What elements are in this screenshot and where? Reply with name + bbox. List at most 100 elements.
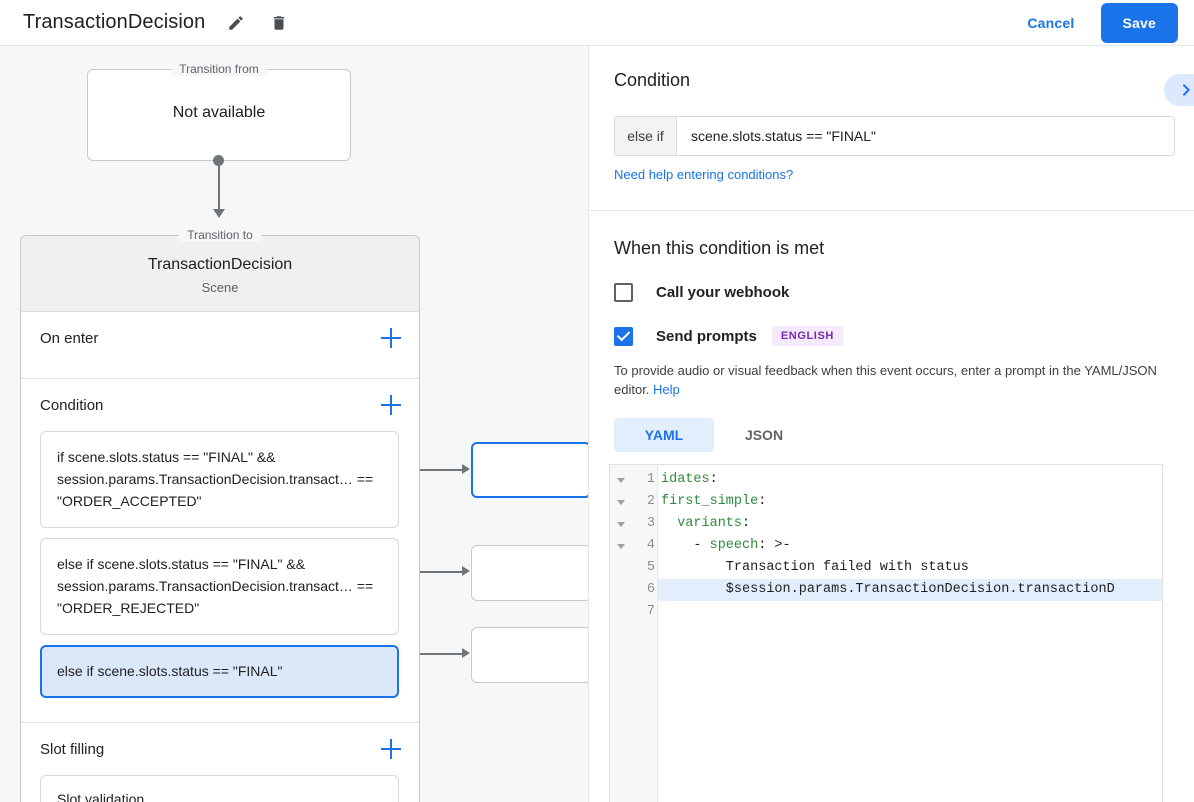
caret-down-icon [617, 477, 625, 483]
editor-line-number: 7 [646, 604, 655, 619]
add-slot-filling-icon[interactable] [381, 739, 401, 759]
editor-code-line[interactable]: Transaction failed with status [658, 557, 1162, 579]
send-prompts-label: Send prompts [656, 327, 757, 345]
editor-fold-arrow [610, 601, 632, 623]
section-header: Slot filling [21, 723, 419, 775]
condition-prefix-label: else if [615, 117, 677, 155]
editor-line-number: 1 [646, 472, 655, 487]
transition-from-box: Transition from Not available [87, 62, 351, 161]
editor-fold-arrow [610, 557, 632, 579]
call-webhook-checkbox[interactable] [614, 283, 633, 302]
editor-line-number: 4 [646, 538, 655, 553]
condition-card-rejected[interactable]: else if scene.slots.status == "FINAL" &&… [40, 538, 399, 635]
editor-fold-arrow[interactable] [610, 535, 632, 557]
editor-fold-arrow [610, 579, 632, 601]
trash-icon[interactable] [267, 11, 291, 35]
node-stub-final[interactable] [471, 627, 588, 683]
connector-line [218, 160, 220, 212]
connector-arrow [213, 209, 225, 218]
chevron-right-icon[interactable] [1164, 74, 1194, 106]
section-title-slot-filling: Slot filling [40, 740, 105, 758]
condition-input[interactable] [677, 117, 1174, 155]
editor-line-number: 2 [646, 494, 655, 509]
condition-card-final[interactable]: else if scene.slots.status == "FINAL" [40, 645, 399, 698]
section-header: On enter [21, 312, 419, 364]
add-on-enter-icon[interactable] [381, 328, 401, 348]
code-token: idates [661, 472, 710, 487]
code-token: : [742, 516, 751, 531]
editor-fold-arrow[interactable] [610, 469, 632, 491]
code-token: : [709, 472, 718, 487]
tab-yaml[interactable]: YAML [614, 418, 714, 452]
slot-validation-card[interactable]: Slot validation [40, 775, 399, 802]
code-token: speech [709, 538, 759, 553]
edge-line-2 [400, 571, 465, 573]
prompts-help-link[interactable]: Help [653, 382, 680, 397]
panel-divider [589, 210, 1194, 211]
transition-to-legend: Transition to [179, 228, 261, 242]
page-title: TransactionDecision [23, 11, 206, 33]
edge-line-3 [400, 653, 465, 655]
node-stub-rejected[interactable] [471, 545, 588, 601]
editor-line-number: 3 [646, 516, 655, 531]
condition-card-accepted[interactable]: if scene.slots.status == "FINAL" && sess… [40, 431, 399, 528]
editor-line-number: 6 [646, 582, 655, 597]
pencil-icon[interactable] [224, 11, 248, 35]
editor-code-line[interactable]: variants: [658, 513, 1162, 535]
when-condition-met-section: When this condition is met Call your web… [589, 211, 1194, 802]
send-prompts-checkbox[interactable] [614, 326, 633, 346]
scene-card: Transition to TransactionDecision Scene … [20, 228, 420, 802]
header-actions: Cancel Save [1019, 2, 1194, 43]
condition-section: Condition else if Need help entering con… [589, 46, 1194, 210]
flow-canvas[interactable]: Transition from Not available Transition… [0, 46, 588, 802]
condition-section-title: Condition [614, 70, 691, 90]
send-prompts-row: Send prompts ENGLISH [614, 326, 1194, 346]
code-token: Transaction failed with status [661, 560, 969, 575]
transition-from-legend: Transition from [171, 62, 267, 76]
app-header: TransactionDecision Cancel Save [0, 0, 1194, 46]
node-stub-accepted[interactable] [471, 442, 588, 498]
editor-fold-arrow[interactable] [610, 491, 632, 513]
cancel-button[interactable]: Cancel [1019, 5, 1082, 41]
editor-code-line[interactable]: $session.params.TransactionDecision.tran… [658, 579, 1162, 601]
call-webhook-label: Call your webhook [656, 284, 790, 301]
prompts-description-text: To provide audio or visual feedback when… [614, 363, 1157, 397]
condition-help-link[interactable]: Need help entering conditions? [614, 167, 794, 182]
edge-line-1 [400, 469, 465, 471]
code-token: $session.params.TransactionDecision.tran… [661, 582, 1115, 597]
when-met-title: When this condition is met [614, 238, 825, 258]
code-token: : [758, 494, 767, 509]
editor-code-line[interactable] [658, 601, 1162, 623]
editor-code-line[interactable]: first_simple: [658, 491, 1162, 513]
section-slot-filling: Slot filling Slot validation [21, 723, 419, 802]
webhook-row: Call your webhook [614, 283, 1194, 302]
scene-card-header: Transition to TransactionDecision Scene [21, 228, 419, 312]
edge-arrow-2 [462, 566, 470, 576]
editor-code-line[interactable]: idates: [658, 469, 1162, 491]
editor-format-tabs: YAML JSON [614, 418, 1194, 452]
tab-json[interactable]: JSON [744, 427, 784, 443]
caret-down-icon [617, 543, 625, 549]
caret-down-icon [617, 521, 625, 527]
edge-arrow-1 [462, 464, 470, 474]
code-token: variants [661, 516, 743, 531]
code-token: : >- [758, 538, 791, 553]
add-condition-icon[interactable] [381, 395, 401, 415]
save-button[interactable]: Save [1100, 2, 1178, 43]
scene-name: TransactionDecision [147, 256, 293, 273]
prompts-description: To provide audio or visual feedback when… [614, 361, 1169, 399]
editor-fold-arrow[interactable] [610, 513, 632, 535]
editor-code-area[interactable]: idates:first_simple: variants: - speech:… [658, 465, 1162, 802]
transition-from-value: Not available [172, 104, 266, 121]
code-token: - [661, 538, 710, 553]
language-badge: ENGLISH [771, 326, 843, 346]
detail-panel: Condition else if Need help entering con… [588, 46, 1194, 802]
editor-fold-column[interactable] [610, 465, 632, 802]
caret-down-icon [617, 499, 625, 505]
section-condition: Condition if scene.slots.status == "FINA… [21, 379, 419, 723]
section-title-on-enter: On enter [40, 329, 99, 347]
condition-input-row: else if [614, 116, 1175, 156]
editor-code-line[interactable]: - speech: >- [658, 535, 1162, 557]
